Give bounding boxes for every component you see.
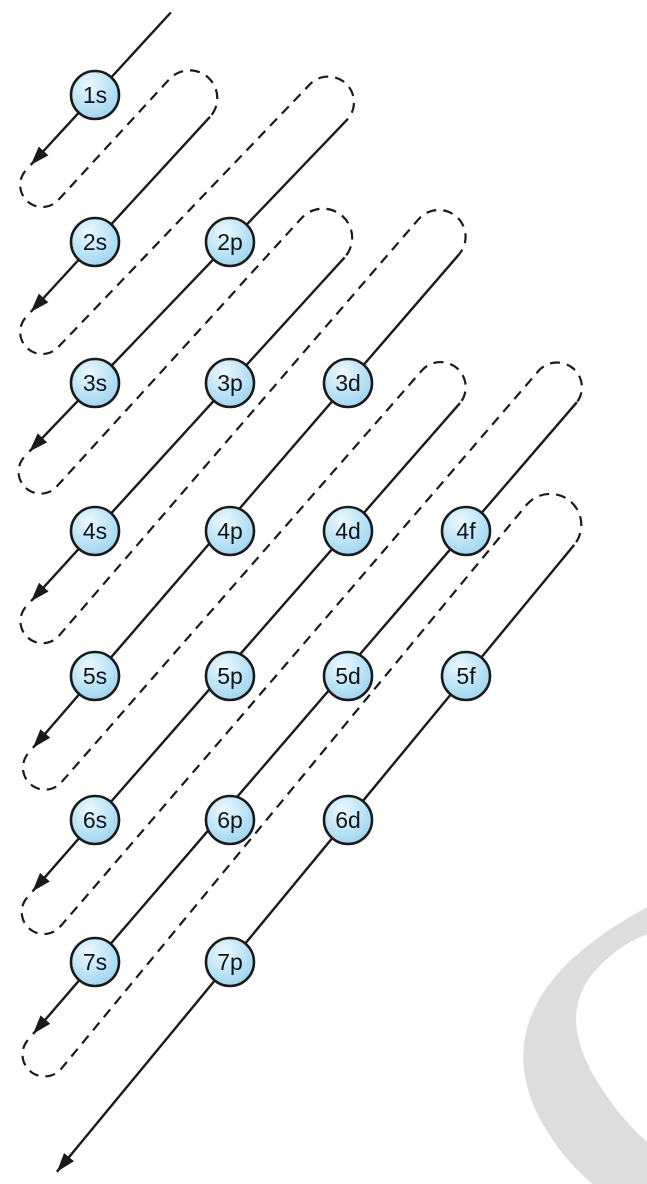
orbital-circle — [322, 505, 374, 557]
orbital-label: 3d — [335, 370, 361, 396]
orbital-label: 7s — [83, 949, 107, 975]
arrowhead-icon — [31, 582, 49, 602]
arrowhead-icon — [29, 433, 48, 452]
orbital-label: 5s — [83, 663, 107, 689]
filling-arrow-7 — [32, 401, 578, 1035]
orbital-circle — [69, 505, 121, 557]
orbital-3d: 3d — [322, 357, 374, 409]
orbitals-layer: 1s 2s 2p 3s 3p 3d 4s 4p 4d 4f 5s 5p 5d 5f 6s 6p 6d 7s 7p — [69, 69, 492, 988]
orbital-1s: 1s — [69, 69, 121, 121]
orbital-label: 4f — [456, 518, 476, 544]
orbital-label: 4p — [217, 518, 243, 544]
arrowhead-icon — [33, 1015, 51, 1034]
orbital-label: 2s — [83, 229, 107, 255]
orbital-5d: 5d — [322, 650, 374, 702]
return-paths-layer — [17, 69, 583, 1078]
orbital-label: 6d — [335, 807, 361, 833]
orbital-5p: 5p — [204, 650, 256, 702]
filling-arrow-8 — [55, 544, 576, 1173]
orbital-label: 1s — [83, 82, 107, 108]
orbital-circle — [204, 357, 256, 409]
orbital-3s: 3s — [69, 357, 121, 409]
orbital-circle — [204, 505, 256, 557]
return-path-dashed — [21, 360, 467, 791]
orbital-label: 5d — [335, 663, 361, 689]
orbital-circle — [69, 357, 121, 409]
orbital-6s: 6s — [69, 794, 121, 846]
orbital-circle — [69, 650, 121, 702]
return-path-dashed — [20, 361, 583, 936]
orbital-2s: 2s — [69, 216, 121, 268]
orbital-circle — [322, 794, 374, 846]
orbital-label: 3s — [83, 370, 107, 396]
orbital-7p: 7p — [204, 936, 256, 988]
orbital-circle — [204, 794, 256, 846]
arrowhead-icon — [56, 1153, 74, 1172]
orbital-circle — [322, 650, 374, 702]
orbital-circle — [204, 216, 256, 268]
return-path-dashed — [19, 75, 355, 356]
orbital-label: 7p — [217, 949, 243, 975]
orbital-circle — [69, 794, 121, 846]
orbital-label: 2p — [217, 229, 243, 255]
return-path-dashed — [19, 69, 219, 209]
arrowhead-icon — [32, 872, 50, 892]
orbital-label: 5p — [217, 663, 243, 689]
orbital-5s: 5s — [69, 650, 121, 702]
orbital-label: 6s — [83, 807, 107, 833]
orbital-circle — [69, 216, 121, 268]
orbital-label: 3p — [217, 370, 243, 396]
watermark-text: C — [395, 782, 647, 1184]
return-path-dashed — [19, 208, 467, 645]
orbital-label: 5f — [456, 663, 476, 689]
arrowhead-icon — [32, 729, 51, 748]
arrowhead-icon — [30, 293, 49, 312]
orbital-5f: 5f — [440, 650, 492, 702]
filling-arrow-3 — [28, 118, 349, 453]
orbital-label: 6p — [217, 807, 243, 833]
orbital-circle — [204, 650, 256, 702]
orbital-7s: 7s — [69, 936, 121, 988]
orbital-2p: 2p — [204, 216, 256, 268]
return-path-dashed — [21, 492, 583, 1078]
orbital-6p: 6p — [204, 794, 256, 846]
orbital-4s: 4s — [69, 505, 121, 557]
orbital-circle — [440, 505, 492, 557]
return-path-dashed — [17, 207, 354, 495]
orbital-circle — [322, 357, 374, 409]
orbital-circle — [204, 936, 256, 988]
orbital-4d: 4d — [322, 505, 374, 557]
orbital-6d: 6d — [322, 794, 374, 846]
orbital-circle — [69, 936, 121, 988]
orbital-label: 4d — [335, 518, 361, 544]
orbital-3p: 3p — [204, 357, 256, 409]
arrowhead-icon — [30, 146, 49, 165]
orbital-circle — [69, 69, 121, 121]
filling-arrow-2 — [29, 115, 211, 313]
orbital-label: 4s — [83, 518, 107, 544]
orbital-circle — [440, 650, 492, 702]
orbital-4f: 4f — [440, 505, 492, 557]
watermark-layer: C — [395, 782, 647, 1184]
orbital-4p: 4p — [204, 505, 256, 557]
